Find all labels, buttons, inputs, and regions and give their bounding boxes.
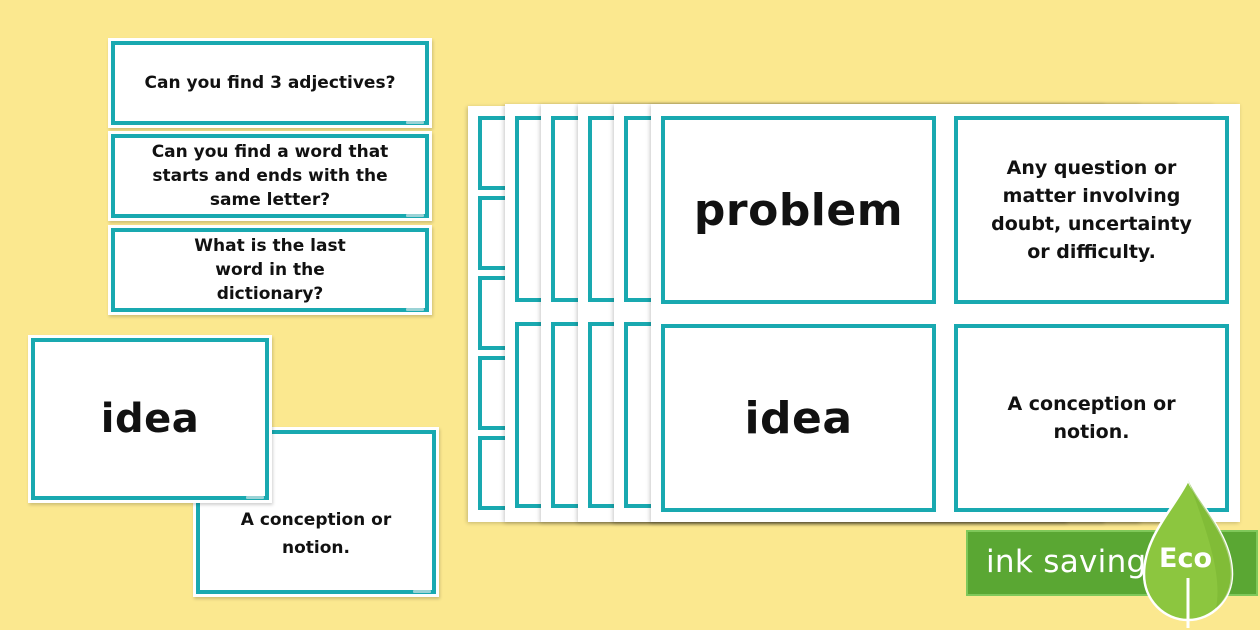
word-card-frame: idea [31,338,269,500]
word-text: idea [744,392,853,444]
question-card-1: Can you find 3 adjectives? [108,38,432,128]
footer-mark [406,308,424,311]
footer-mark [406,121,424,124]
question-card-frame: Can you find 3 adjectives? [111,41,429,125]
ink-saving-label: ink saving [986,544,1147,580]
question-text: Can you find 3 adjectives? [144,73,396,93]
sheet-word-card: idea [661,324,936,512]
footer-mark [406,214,424,217]
question-text: Can you find a word that starts and ends… [151,142,389,210]
question-text: What is the last word in the dictionary? [194,236,346,304]
definition-text: A conception or notion. [240,510,392,558]
front-sheet: problem Any question or matter involving… [651,104,1240,522]
definition-text: Any question or matter involving doubt, … [991,157,1192,263]
sheet-word-card: problem [661,116,936,304]
eco-label: Eco [1159,543,1212,574]
leaf-icon [1142,478,1234,628]
loose-word-card: idea [28,335,272,503]
question-card-2: Can you find a word that starts and ends… [108,131,432,221]
question-card-frame: Can you find a word that starts and ends… [111,134,429,218]
question-card-3: What is the last word in the dictionary? [108,225,432,315]
footer-mark [246,496,264,499]
sheet-definition-card: Any question or matter involving doubt, … [954,116,1229,304]
word-text: problem [693,184,904,236]
word-text: idea [100,396,200,442]
definition-text: A conception or notion. [1007,393,1176,443]
footer-mark [413,590,431,593]
sheet-definition-card: A conception or notion. [954,324,1229,512]
question-card-frame: What is the last word in the dictionary? [111,228,429,312]
